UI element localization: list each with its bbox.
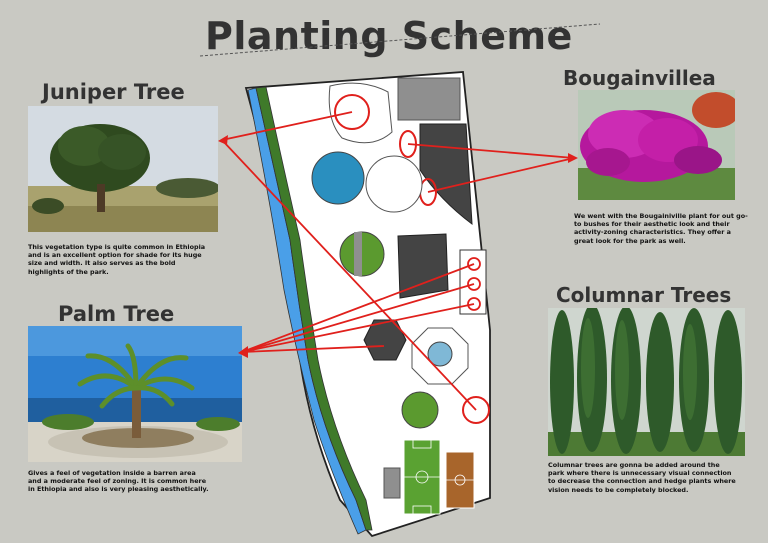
palm-heading: Palm Tree xyxy=(58,302,175,326)
white-plaza xyxy=(365,155,423,213)
green-buffer-strip xyxy=(255,86,373,531)
columnar-photo xyxy=(548,308,745,456)
palm-photo xyxy=(28,326,242,462)
palm-description: Gives a feel of vegetation inside a barr… xyxy=(28,469,209,494)
juniper-heading: Juniper Tree xyxy=(42,80,185,104)
juniper-description: This vegetation type is quite common in … xyxy=(28,243,206,276)
palm-marker-1 xyxy=(467,257,481,271)
split-divider xyxy=(354,232,362,276)
bougainvillea-photo xyxy=(578,90,735,200)
bougainvillea-description: We went with the Bougainiville plant for… xyxy=(574,212,748,245)
dark-hexagon xyxy=(363,319,407,361)
palm-marker-2 xyxy=(467,277,481,291)
columnar-heading: Columnar Trees xyxy=(556,283,732,307)
grey-block-bottom xyxy=(383,467,401,499)
football-field xyxy=(403,439,441,515)
blue-pool xyxy=(311,151,365,205)
dark-block-mid xyxy=(397,233,449,299)
columnar-marker xyxy=(462,396,490,424)
grey-block-top xyxy=(397,77,461,121)
green-tree-bottom xyxy=(401,391,439,429)
juniper-photo xyxy=(28,106,218,232)
basketball-court xyxy=(445,451,475,509)
columnar-description: Columnar trees are gonna be added around… xyxy=(548,461,736,494)
title-underline xyxy=(199,23,601,57)
octagon-pool xyxy=(427,341,453,367)
arrowheads xyxy=(218,135,578,358)
bougainvillea-heading: Bougainvillea xyxy=(563,66,716,90)
pointer-lines xyxy=(221,111,575,411)
juniper-marker xyxy=(334,94,370,130)
white-lawn-top xyxy=(328,82,393,144)
palm-marker-3 xyxy=(467,297,481,311)
